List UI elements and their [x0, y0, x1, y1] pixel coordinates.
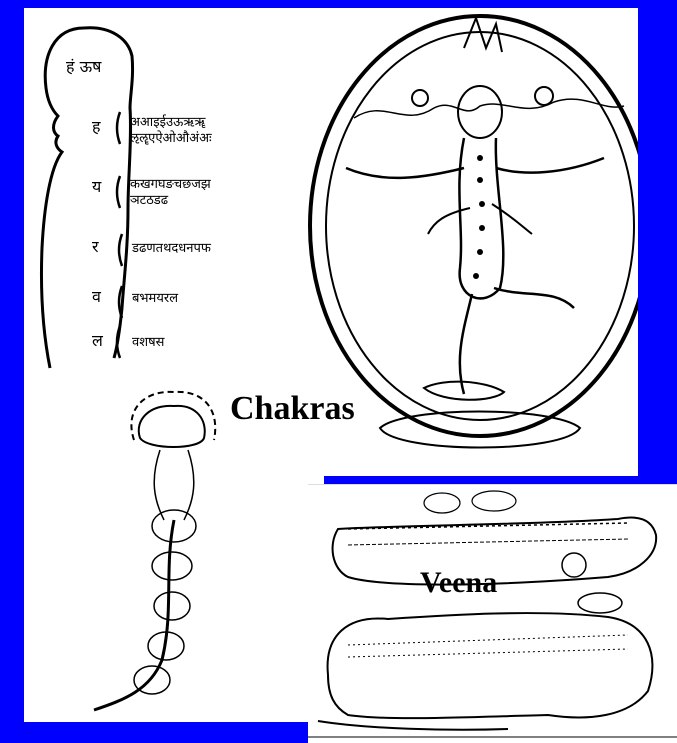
chakras-label: Chakras: [230, 390, 355, 428]
veena-figure-icon: [308, 485, 677, 743]
veena-illustration-panel: [308, 484, 677, 743]
veena-label: Veena: [420, 566, 497, 600]
